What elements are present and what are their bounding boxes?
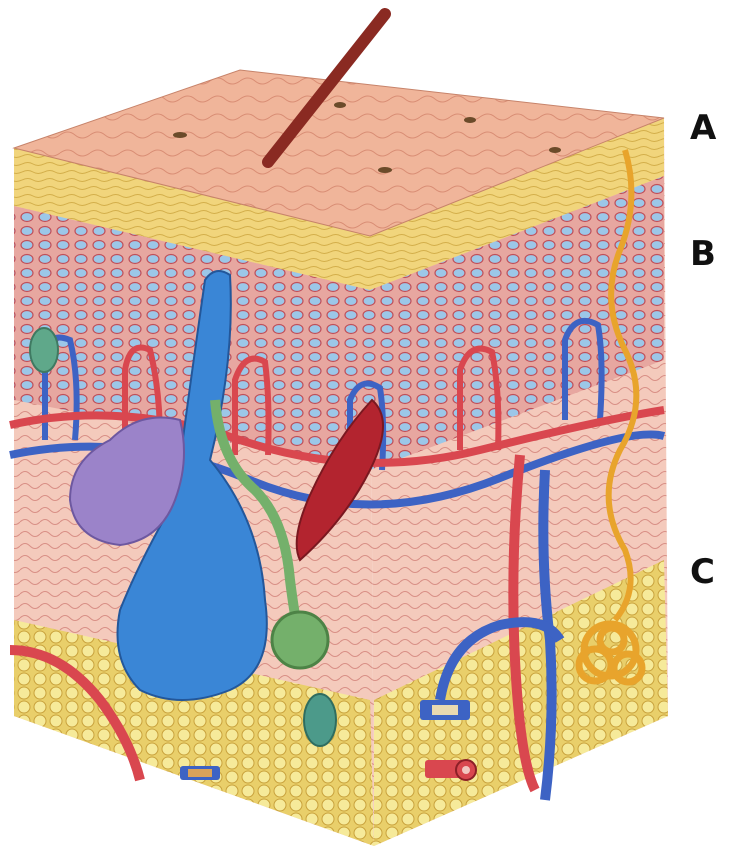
green-gland-top-left (30, 328, 58, 372)
label-b: B (690, 234, 716, 274)
sweat-gland-coil (272, 612, 328, 668)
label-a: A (690, 108, 716, 148)
label-c: C (690, 552, 715, 592)
green-gland-bottom (304, 694, 336, 746)
